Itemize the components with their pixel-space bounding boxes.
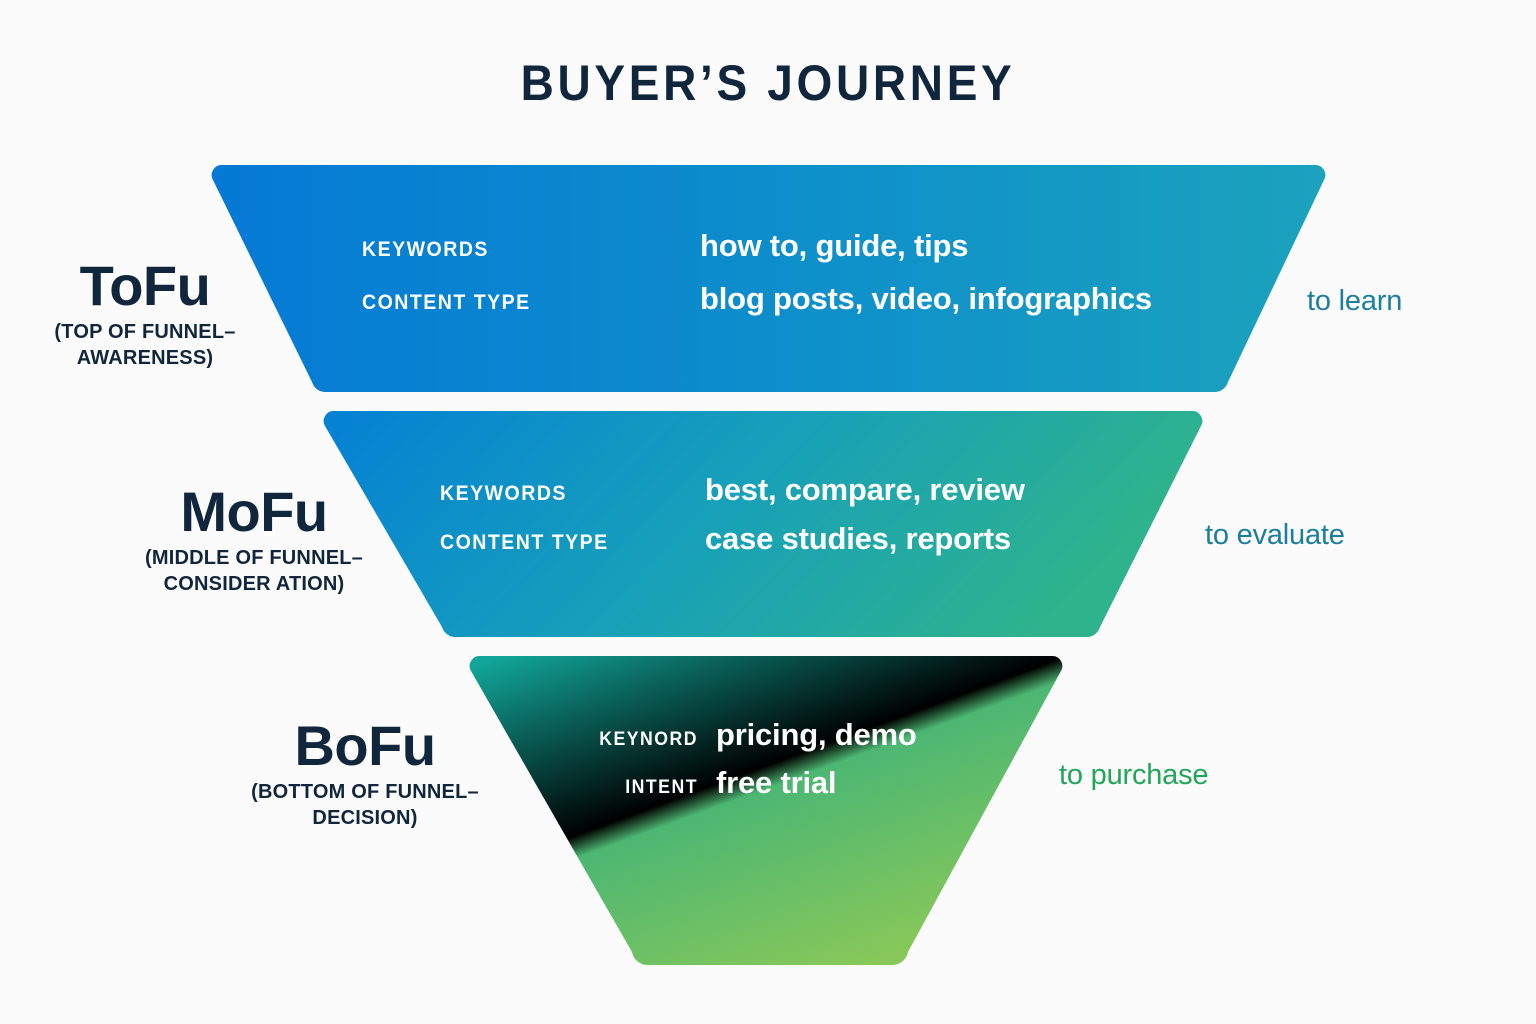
content-row-key: KEYNORD — [599, 729, 698, 750]
stage-fullname-mofu: (MIDDLE OF FUNNEL– CONSIDER ATION) — [104, 546, 404, 597]
intent-label-mofu: to evaluate — [1205, 519, 1345, 551]
stage-fullname-bofu-line2: DECISION) — [312, 806, 418, 829]
content-row-value: blog posts, video, infographics — [700, 281, 1152, 316]
stage-abbr-bofu: BoFu — [294, 714, 436, 777]
page-title: BUYER’S JOURNEY — [520, 55, 1016, 111]
stage-fullname-mofu-line1: (MIDDLE OF FUNNEL– — [144, 547, 364, 569]
stage-fullname-tofu-line1: (TOP OF FUNNEL– — [54, 321, 236, 343]
stage-abbr-tofu: ToFu — [79, 254, 211, 317]
content-row: INTENT free trial — [538, 765, 917, 813]
stage-content-bofu: KEYNORD pricing, demo INTENT free trial — [538, 717, 917, 813]
stage-fullname-mofu-line2: CONSIDER ATION) — [163, 572, 345, 595]
content-row-value: case studies, reports — [705, 521, 1011, 556]
content-row-key: KEYWORDS — [362, 238, 489, 261]
content-row-value: pricing, demo — [716, 717, 917, 752]
stage-label-bofu: BoFu (BOTTOM OF FUNNEL– DECISION) — [200, 718, 530, 831]
content-row: CONTENT TYPE case studies, reports — [440, 521, 1025, 570]
stage-content-mofu: KEYWORDS best, compare, review CONTENT T… — [440, 472, 1025, 570]
stage-label-mofu: MoFu (MIDDLE OF FUNNEL– CONSIDER ATION) — [104, 484, 404, 597]
content-row: KEYNORD pricing, demo — [538, 717, 917, 765]
content-row: KEYWORDS best, compare, review — [440, 472, 1025, 521]
stage-label-tofu: ToFu (TOP OF FUNNEL– AWARENESS) — [14, 258, 276, 371]
content-row-key: KEYWORDS — [440, 482, 567, 505]
stage-fullname-tofu: (TOP OF FUNNEL– AWARENESS) — [14, 320, 276, 371]
content-row-key: INTENT — [625, 777, 698, 798]
content-row-value: how to, guide, tips — [700, 228, 969, 263]
stage-fullname-bofu: (BOTTOM OF FUNNEL– DECISION) — [200, 780, 530, 831]
content-row-value: free trial — [716, 765, 837, 800]
stage-content-tofu: KEYWORDS how to, guide, tips CONTENT TYP… — [362, 228, 1152, 334]
stage-fullname-bofu-line1: (BOTTOM OF FUNNEL– — [251, 781, 479, 803]
intent-label-tofu: to learn — [1307, 285, 1403, 317]
content-row-value: best, compare, review — [705, 472, 1025, 507]
intent-label-bofu: to purchase — [1059, 759, 1209, 791]
stage-abbr-mofu: MoFu — [180, 480, 328, 543]
content-row-key: CONTENT TYPE — [440, 531, 609, 554]
content-row: KEYWORDS how to, guide, tips — [362, 228, 1152, 281]
content-row-key: CONTENT TYPE — [362, 291, 531, 314]
stage-fullname-tofu-line2: AWARENESS) — [76, 346, 214, 369]
content-row: CONTENT TYPE blog posts, video, infograp… — [362, 281, 1152, 334]
